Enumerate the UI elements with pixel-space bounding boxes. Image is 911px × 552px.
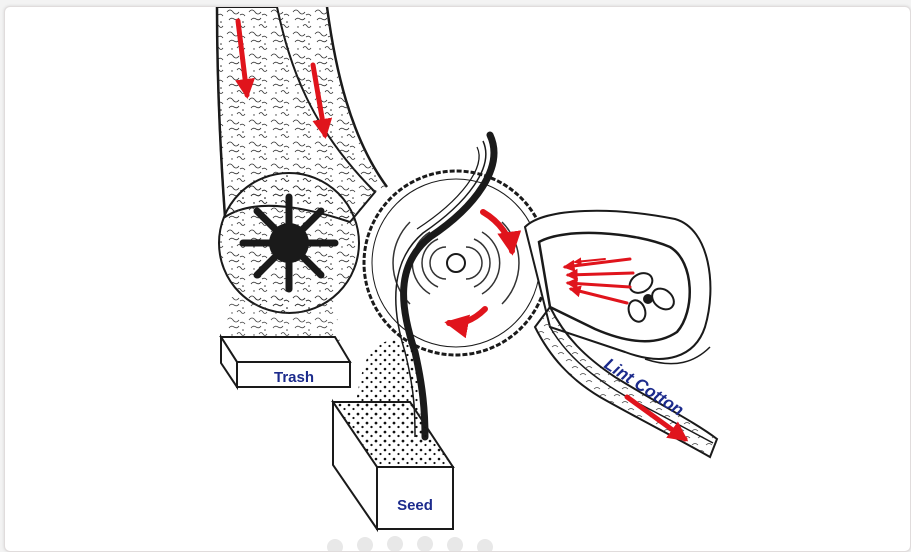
trash-fall [225,297,340,342]
lint-flue [525,211,717,457]
seed-box [333,402,453,529]
seed-label: Seed [397,497,433,514]
watermark-dots [327,536,493,551]
saw-cylinder [364,171,548,355]
trash-label: Trash [274,369,314,386]
star-cylinder-icon [219,173,359,313]
diagram-frame: Trash Seed Lint Cotton [4,6,911,552]
cotton-gin-diagram: Trash Seed Lint Cotton [5,7,910,551]
